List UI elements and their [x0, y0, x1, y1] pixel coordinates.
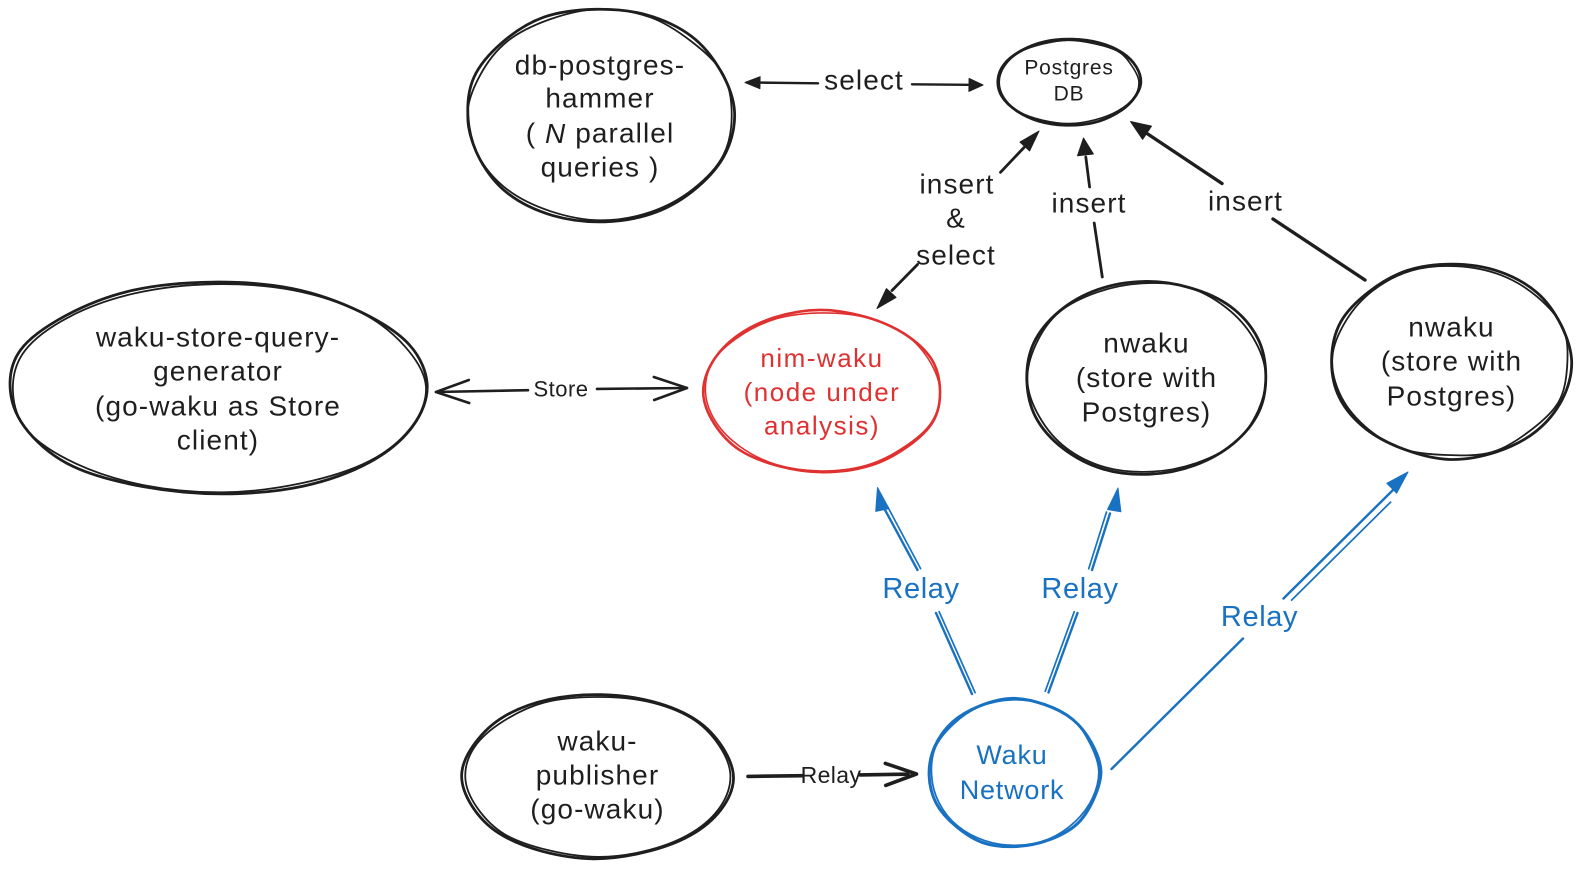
svg-text:client): client) [177, 425, 259, 456]
svg-text:analysis): analysis) [764, 411, 880, 441]
svg-text:generator: generator [153, 356, 283, 387]
svg-text:waku-: waku- [556, 726, 637, 757]
svg-text:&: & [946, 203, 966, 234]
svg-text:(go-waku): (go-waku) [530, 794, 664, 825]
svg-text:select: select [916, 240, 996, 271]
svg-text:DB: DB [1054, 83, 1085, 106]
svg-text:Relay: Relay [1041, 573, 1118, 605]
svg-text:nwaku: nwaku [1103, 328, 1189, 359]
svg-text:insert: insert [1051, 188, 1126, 219]
svg-text:Postgres): Postgres) [1082, 397, 1212, 428]
svg-text:db-postgres-: db-postgres- [515, 50, 685, 81]
svg-text:queries ): queries ) [541, 152, 660, 183]
svg-text:(node under: (node under [744, 377, 901, 407]
svg-text:(go-waku as Store: (go-waku as Store [95, 391, 341, 422]
svg-text:select: select [824, 65, 904, 96]
svg-text:Network: Network [960, 775, 1065, 805]
svg-text:publisher: publisher [536, 760, 660, 791]
svg-text:(store with: (store with [1381, 346, 1522, 377]
svg-text:Relay: Relay [801, 762, 862, 788]
svg-text:nim-waku: nim-waku [760, 343, 883, 373]
svg-text:(store with: (store with [1076, 362, 1217, 393]
svg-text:insert: insert [919, 169, 994, 200]
svg-text:Store: Store [533, 377, 588, 402]
svg-text:Relay: Relay [1221, 601, 1298, 633]
svg-text:hammer: hammer [545, 83, 654, 114]
svg-text:Postgres): Postgres) [1387, 381, 1517, 412]
svg-text:Relay: Relay [882, 573, 959, 605]
svg-text:( N parallel: ( N parallel [526, 118, 675, 149]
svg-text:Waku: Waku [976, 740, 1047, 770]
svg-text:Postgres: Postgres [1024, 57, 1113, 80]
svg-text:insert: insert [1208, 186, 1283, 217]
svg-text:waku-store-query-: waku-store-query- [95, 322, 340, 353]
svg-text:nwaku: nwaku [1408, 312, 1494, 343]
